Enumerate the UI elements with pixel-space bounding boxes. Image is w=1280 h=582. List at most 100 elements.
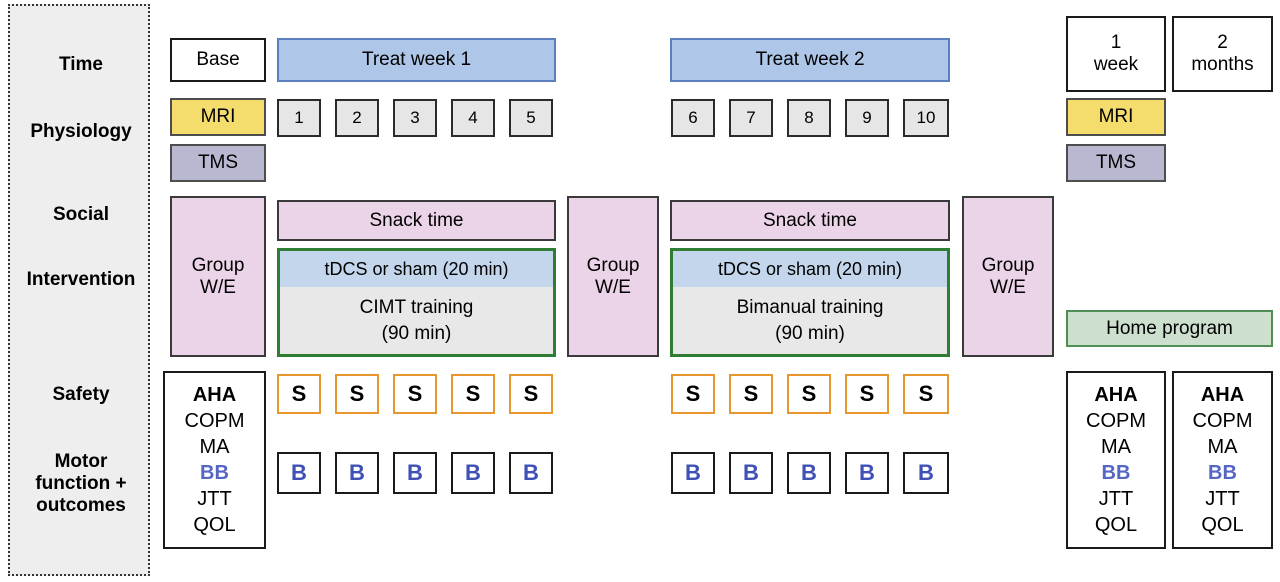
physiology-baseline-tms-label: TMS — [197, 152, 239, 173]
day-box-10[interactable]: 10 — [903, 99, 949, 137]
safety-box-day-5-label: S — [523, 381, 539, 406]
bb-box-day-10[interactable]: B — [903, 452, 949, 494]
timebox-baseline[interactable]: Base — [170, 38, 266, 82]
timebox-treat-week-1[interactable]: Treat week 1 — [277, 38, 556, 82]
bb-box-day-3[interactable]: B — [393, 452, 437, 494]
outcome-jtt: JTT — [1098, 488, 1134, 510]
physiology-followup-mri[interactable]: MRI — [1066, 98, 1166, 136]
row-label-safety: Safety — [52, 384, 110, 405]
day-box-7[interactable]: 7 — [729, 99, 773, 137]
safety-box-day-8[interactable]: S — [787, 374, 831, 414]
day-box-3[interactable]: 3 — [393, 99, 437, 137]
safety-box-day-4[interactable]: S — [451, 374, 495, 414]
safety-box-day-7[interactable]: S — [729, 374, 773, 414]
tdcs-or-sham-week-2[interactable]: tDCS or sham (20 min) — [673, 251, 947, 287]
group-we-end-line1: Group — [981, 254, 1035, 276]
day-box-10-label: 10 — [916, 108, 936, 127]
bb-box-day-8[interactable]: B — [787, 452, 831, 494]
outcome-bb: BB — [1101, 462, 1131, 484]
bb-box-day-5-label: B — [523, 460, 539, 485]
bb-box-day-9-label: B — [859, 460, 875, 485]
physiology-baseline-mri[interactable]: MRI — [170, 98, 266, 136]
day-box-2[interactable]: 2 — [335, 99, 379, 137]
safety-box-day-1[interactable]: S — [277, 374, 321, 414]
group-we-end[interactable]: Group W/E — [962, 196, 1054, 357]
day-box-2-label: 2 — [352, 108, 362, 127]
bimanual-training-line1: Bimanual training — [736, 296, 884, 318]
safety-box-day-9-label: S — [859, 381, 875, 406]
snack-time-week-1[interactable]: Snack time — [277, 200, 556, 241]
outcome-ma: MA — [1101, 436, 1131, 458]
tdcs-or-sham-week-1[interactable]: tDCS or sham (20 min) — [280, 251, 553, 287]
timebox-followup-2-months[interactable]: 2 months — [1172, 16, 1273, 92]
safety-box-day-2[interactable]: S — [335, 374, 379, 414]
outcome-stack-followup-1-week[interactable]: AHA COPM MA BB JTT QOL — [1066, 371, 1166, 549]
home-program-label: Home program — [1106, 317, 1233, 339]
outcome-copm: COPM — [184, 410, 245, 432]
outcome-ma: MA — [199, 436, 230, 458]
outcome-stack-baseline[interactable]: AHA COPM MA BB JTT QOL — [163, 371, 266, 549]
followup-1-week-line1: 1 — [1110, 32, 1122, 53]
group-we-baseline-line1: Group — [191, 254, 245, 276]
bb-box-day-10-label: B — [918, 460, 934, 485]
group-we-baseline[interactable]: Group W/E — [170, 196, 266, 357]
bb-box-day-5[interactable]: B — [509, 452, 553, 494]
safety-box-day-10[interactable]: S — [903, 374, 949, 414]
followup-1-week-line2: week — [1093, 54, 1139, 75]
bb-box-day-6[interactable]: B — [671, 452, 715, 494]
bb-box-day-2[interactable]: B — [335, 452, 379, 494]
snack-time-week-2-label: Snack time — [763, 209, 857, 231]
row-label-intervention: Intervention — [26, 269, 136, 290]
bimanual-training-line2: (90 min) — [775, 322, 845, 344]
followup-2-months-line2: months — [1191, 54, 1254, 75]
outcome-aha: AHA — [1094, 384, 1138, 406]
day-box-5-label: 5 — [526, 108, 536, 127]
timebox-followup-1-week[interactable]: 1 week — [1066, 16, 1166, 92]
physiology-followup-mri-label: MRI — [1098, 106, 1134, 127]
home-program-box[interactable]: Home program — [1066, 310, 1273, 347]
day-box-5[interactable]: 5 — [509, 99, 553, 137]
bb-box-day-1[interactable]: B — [277, 452, 321, 494]
day-box-4[interactable]: 4 — [451, 99, 495, 137]
intervention-block-week-1: tDCS or sham (20 min) CIMT training (90 … — [277, 248, 556, 357]
day-box-1[interactable]: 1 — [277, 99, 321, 137]
outcome-bb: BB — [200, 462, 229, 484]
bb-box-day-7-label: B — [743, 460, 759, 485]
safety-box-day-7-label: S — [743, 381, 759, 406]
day-box-6-label: 6 — [688, 108, 698, 127]
outcome-stack-followup-2-months[interactable]: AHA COPM MA BB JTT QOL — [1172, 371, 1273, 549]
row-label-time: Time — [58, 54, 103, 75]
day-box-8-label: 8 — [804, 108, 814, 127]
day-box-9[interactable]: 9 — [845, 99, 889, 137]
bb-box-day-7[interactable]: B — [729, 452, 773, 494]
day-box-6[interactable]: 6 — [671, 99, 715, 137]
cimt-training-week-1[interactable]: CIMT training (90 min) — [280, 287, 553, 354]
safety-box-day-4-label: S — [465, 381, 481, 406]
group-we-end-line2: W/E — [990, 276, 1026, 298]
safety-box-day-3[interactable]: S — [393, 374, 437, 414]
timebox-treat-week-1-label: Treat week 1 — [361, 49, 472, 70]
bb-box-day-9[interactable]: B — [845, 452, 889, 494]
timebox-treat-week-2[interactable]: Treat week 2 — [670, 38, 950, 82]
day-box-8[interactable]: 8 — [787, 99, 831, 137]
outcome-copm: COPM — [1192, 410, 1253, 432]
safety-box-day-1-label: S — [291, 381, 307, 406]
physiology-followup-tms-label: TMS — [1095, 152, 1137, 173]
snack-time-week-1-label: Snack time — [369, 209, 464, 231]
bb-box-day-4[interactable]: B — [451, 452, 495, 494]
physiology-followup-tms[interactable]: TMS — [1066, 144, 1166, 182]
row-label-physiology: Physiology — [30, 121, 132, 142]
cimt-training-line2: (90 min) — [381, 322, 452, 344]
outcome-bb: BB — [1208, 462, 1237, 484]
safety-box-day-5[interactable]: S — [509, 374, 553, 414]
safety-box-day-9[interactable]: S — [845, 374, 889, 414]
day-box-1-label: 1 — [294, 108, 304, 127]
bimanual-training-week-2[interactable]: Bimanual training (90 min) — [673, 287, 947, 354]
physiology-baseline-tms[interactable]: TMS — [170, 144, 266, 182]
row-label-motor-line2: function + — [35, 473, 127, 494]
bb-box-day-4-label: B — [465, 460, 481, 485]
group-we-midpoint[interactable]: Group W/E — [567, 196, 659, 357]
row-label-social: Social — [53, 204, 109, 225]
safety-box-day-6[interactable]: S — [671, 374, 715, 414]
snack-time-week-2[interactable]: Snack time — [670, 200, 950, 241]
